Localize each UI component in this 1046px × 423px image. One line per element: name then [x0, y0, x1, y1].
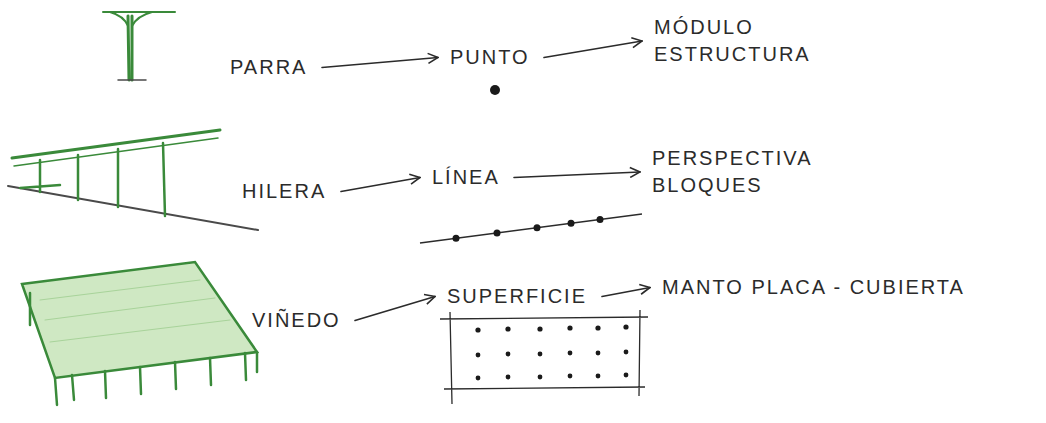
vineyard-sketch — [22, 262, 257, 405]
surface-frame — [440, 310, 648, 404]
text-node: MANTO PLACA - CUBIERTA — [660, 272, 969, 303]
node-label: SUPERFICIE — [447, 283, 590, 310]
line-symbol — [420, 214, 642, 243]
line-dot — [453, 235, 460, 242]
canopy-hatching — [40, 280, 230, 342]
top-rail-edge — [14, 138, 218, 166]
node-label: LÍNEA — [432, 164, 502, 191]
line-dot — [534, 224, 541, 231]
line-dot — [494, 230, 501, 237]
post-arms — [110, 12, 152, 26]
arrow-connector — [322, 58, 438, 68]
line-stroke — [420, 214, 642, 243]
line-dot — [597, 216, 604, 223]
vine-row-sketch — [8, 130, 258, 230]
node-label: PERSPECTIVA BLOQUES — [652, 145, 814, 199]
canopy-plane — [22, 262, 257, 378]
top-rail — [12, 130, 220, 158]
line-dot — [568, 220, 575, 227]
node-label: MANTO PLACA - CUBIERTA — [662, 274, 967, 301]
text-node: SUPERFICIE — [445, 281, 592, 312]
arrow-connector — [602, 288, 650, 297]
text-node: MÓDULO ESTRUCTURA — [652, 12, 815, 70]
surface-dots — [475, 324, 628, 380]
node-label: PARRA — [230, 54, 310, 81]
surface-symbol — [440, 310, 648, 404]
vine-post-sketch — [103, 12, 175, 80]
node-label: HILERA — [242, 178, 329, 205]
row-posts — [20, 143, 165, 216]
arrow-connector — [544, 41, 642, 58]
node-label: VIÑEDO — [252, 307, 343, 334]
node-label: PUNTO — [450, 44, 532, 71]
arrow-connector — [355, 297, 435, 321]
text-node: PUNTO — [448, 42, 534, 73]
vineyard-posts — [30, 293, 257, 405]
text-node: PERSPECTIVA BLOQUES — [650, 143, 816, 201]
arrow-connector — [514, 172, 640, 178]
text-node: VIÑEDO — [250, 305, 345, 336]
text-node: LÍNEA — [430, 162, 504, 193]
node-label: MÓDULO ESTRUCTURA — [654, 14, 813, 68]
arrow-connector — [341, 178, 420, 192]
ground-rail — [8, 186, 258, 230]
text-node: PARRA — [228, 52, 312, 83]
point-symbol — [490, 85, 500, 95]
text-node: HILERA — [240, 176, 331, 207]
ground-line — [118, 79, 146, 81]
